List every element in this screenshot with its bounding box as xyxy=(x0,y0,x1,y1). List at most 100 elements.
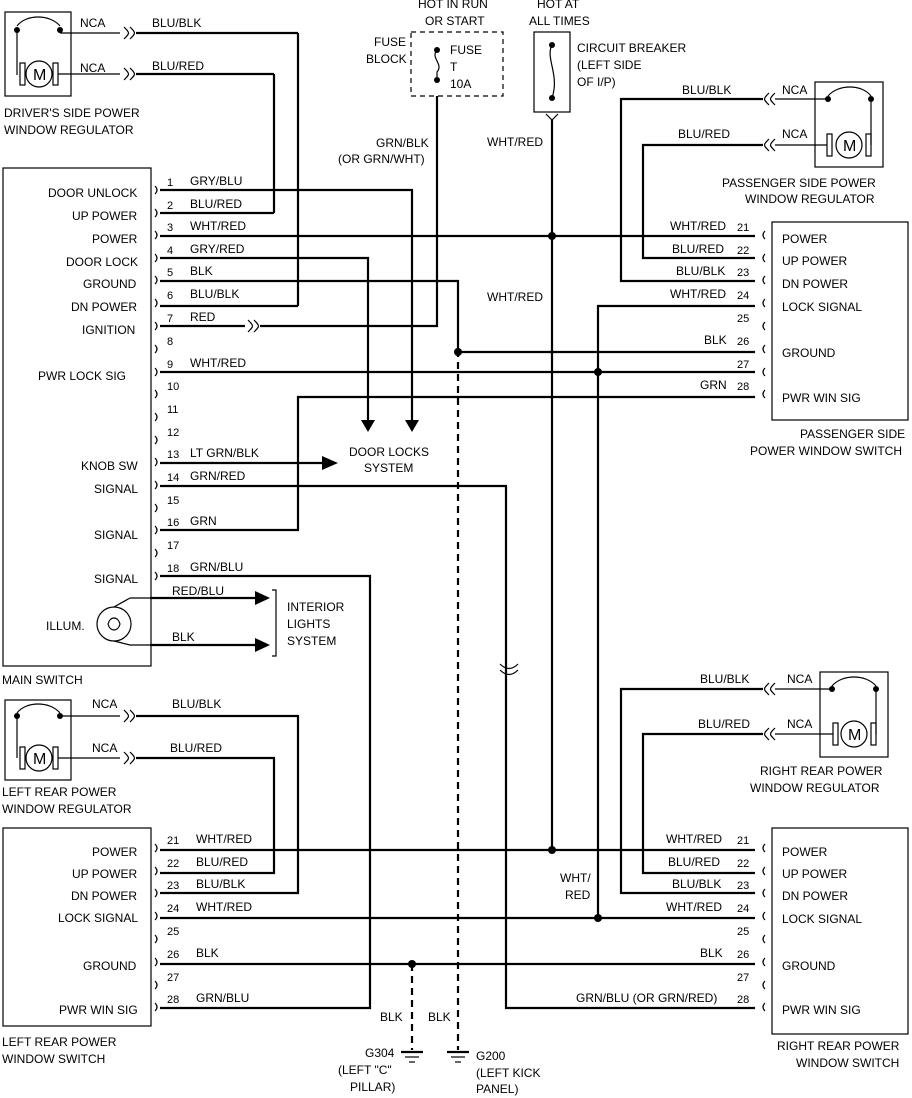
svg-text:LEFT REAR POWER: LEFT REAR POWER xyxy=(2,1035,117,1049)
left-rear-window-switch: POWER UP POWER DN POWER LOCK SIGNAL GROU… xyxy=(2,827,252,1066)
driver-nca-1: NCA xyxy=(80,16,105,30)
label-door-lock: DOOR LOCK xyxy=(66,255,138,269)
svg-text:WHT/RED: WHT/RED xyxy=(666,900,722,914)
pass-switch-outline xyxy=(771,221,909,421)
label-signal-16: SIGNAL xyxy=(94,528,138,542)
svg-text:BLU/RED: BLU/RED xyxy=(678,127,730,141)
label-ground: GROUND xyxy=(83,277,137,291)
hot-all-label-1: HOT AT xyxy=(537,0,580,11)
right-rear-window-regulator: M NCA NCA BLU/BLK BLU/RED RIGHT REAR POW… xyxy=(698,671,889,795)
svg-text:21: 21 xyxy=(737,835,749,847)
interior-lights-label-1: INTERIOR xyxy=(287,600,345,614)
grounds: BLK BLK G304 (LEFT "C" PILLAR) G200 (LEF… xyxy=(338,1010,540,1096)
svg-text:28: 28 xyxy=(167,994,179,1006)
svg-text:GRN/BLU: GRN/BLU xyxy=(196,991,249,1005)
svg-text:M: M xyxy=(843,138,856,155)
svg-text:UP POWER: UP POWER xyxy=(782,867,847,881)
svg-text:22: 22 xyxy=(737,858,749,870)
arrow-door-lock-2 xyxy=(405,420,419,432)
hot-run-label-1: HOT IN RUN xyxy=(418,0,488,11)
svg-text:BLU/RED: BLU/RED xyxy=(672,242,724,256)
svg-text:12: 12 xyxy=(167,427,179,439)
svg-text:28: 28 xyxy=(737,994,749,1006)
svg-text:NCA: NCA xyxy=(782,127,807,141)
main-switch-outline xyxy=(2,167,152,667)
svg-text:11: 11 xyxy=(167,404,178,416)
circuit-breaker: HOT AT ALL TIMES CIRCUIT BREAKER (LEFT S… xyxy=(529,0,686,121)
motor-label: M xyxy=(33,67,46,84)
svg-text:18: 18 xyxy=(167,563,179,575)
svg-text:22: 22 xyxy=(167,858,179,870)
driver-wire-2: BLU/RED xyxy=(152,59,204,73)
svg-text:GRN/RED: GRN/RED xyxy=(190,469,246,483)
svg-text:WHT/RED: WHT/RED xyxy=(670,219,726,233)
svg-text:27: 27 xyxy=(167,972,179,984)
fuse-block: HOT IN RUN OR START FUSE BLOCK FUSE T 10… xyxy=(366,0,504,97)
svg-text:WHT/RED: WHT/RED xyxy=(190,356,246,370)
svg-text:PWR WIN SIG: PWR WIN SIG xyxy=(59,1003,138,1017)
svg-text:G304: G304 xyxy=(365,1046,395,1060)
driver-reg-outline xyxy=(4,11,72,97)
svg-text:PWR WIN SIG: PWR WIN SIG xyxy=(782,391,861,405)
wht-red-split-2: RED xyxy=(565,888,591,902)
grn-blk-label: GRN/BLK xyxy=(376,136,429,150)
svg-text:25: 25 xyxy=(167,926,179,938)
rr-switch-outline xyxy=(771,827,909,1035)
driver-nca-2: NCA xyxy=(80,61,105,75)
wht-red-label-a: WHT/RED xyxy=(487,135,543,149)
svg-text:BLK: BLK xyxy=(428,1010,451,1024)
svg-text:BLU/BLK: BLU/BLK xyxy=(190,287,239,301)
driver-window-regulator: M NCA NCA BLU/BLK BLU/RED DRIVER'S SIDE … xyxy=(4,11,298,137)
svg-text:WHT/RED: WHT/RED xyxy=(666,832,722,846)
breaker-connector xyxy=(545,113,559,121)
svg-text:26: 26 xyxy=(167,949,179,961)
main-switch-pins: 1 2 3 4 5 6 7 8 9 10 11 12 13 14 15 16 1… xyxy=(167,177,179,575)
svg-text:25: 25 xyxy=(737,926,749,938)
lr-switch-outline xyxy=(2,827,152,1027)
label-power: POWER xyxy=(92,232,138,246)
svg-text:BLK: BLK xyxy=(700,946,723,960)
breaker-label-3: OF I/P) xyxy=(577,75,616,89)
grn-wht-label: (OR GRN/WHT) xyxy=(338,152,425,166)
svg-text:14: 14 xyxy=(167,472,179,484)
svg-text:21: 21 xyxy=(737,222,749,234)
svg-text:5: 5 xyxy=(167,267,173,279)
svg-text:POWER: POWER xyxy=(782,232,828,246)
motor-icon xyxy=(25,60,53,88)
svg-text:LOCK SIGNAL: LOCK SIGNAL xyxy=(58,911,138,925)
svg-text:23: 23 xyxy=(167,880,179,892)
svg-text:2: 2 xyxy=(167,200,173,212)
svg-text:WINDOW REGULATOR: WINDOW REGULATOR xyxy=(750,781,880,795)
svg-text:BLU/RED: BLU/RED xyxy=(190,197,242,211)
svg-text:BLU/BLK: BLU/BLK xyxy=(196,877,245,891)
svg-text:WHT/RED: WHT/RED xyxy=(670,287,726,301)
svg-text:9: 9 xyxy=(167,359,173,371)
fuse-block-outline xyxy=(410,31,504,97)
fuse-label: FUSE xyxy=(450,43,482,57)
label-dn-power: DN POWER xyxy=(71,300,137,314)
svg-text:6: 6 xyxy=(167,290,173,302)
fuse-block-label-2: BLOCK xyxy=(366,52,407,66)
svg-text:BLK: BLK xyxy=(172,630,195,644)
svg-text:BLU/BLK: BLU/BLK xyxy=(682,83,731,97)
svg-text:GRN/BLU: GRN/BLU xyxy=(190,560,243,574)
breaker-outline xyxy=(533,31,571,113)
svg-text:BLU/BLK: BLU/BLK xyxy=(676,264,725,278)
motor-icon xyxy=(840,720,868,748)
fuse-type-label: T xyxy=(450,60,458,74)
svg-text:26: 26 xyxy=(737,336,749,348)
label-signal-18: SIGNAL xyxy=(94,572,138,586)
svg-text:LOCK SIGNAL: LOCK SIGNAL xyxy=(782,912,862,926)
label-signal-14: SIGNAL xyxy=(94,482,138,496)
main-switch-connectors xyxy=(154,185,158,581)
wht-red-label-b: WHT/RED xyxy=(487,290,543,304)
fuse-element xyxy=(434,49,440,80)
svg-text:BLK: BLK xyxy=(196,946,219,960)
svg-text:28: 28 xyxy=(737,381,749,393)
svg-text:RIGHT REAR POWER: RIGHT REAR POWER xyxy=(777,1039,900,1053)
svg-text:POWER: POWER xyxy=(92,845,138,859)
arrow-knob-sw xyxy=(322,456,338,470)
svg-text:GROUND: GROUND xyxy=(782,959,836,973)
label-ignition: IGNITION xyxy=(82,323,135,337)
svg-text:13: 13 xyxy=(167,449,179,461)
